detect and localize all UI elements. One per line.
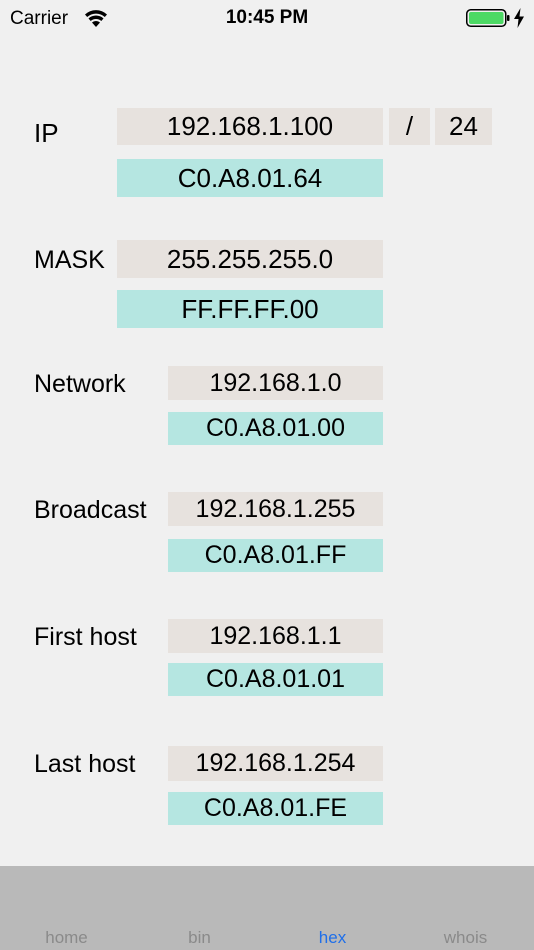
tab-hex[interactable]: hex — [318, 928, 347, 947]
status-bar: Carrier 10:45 PM — [0, 0, 534, 40]
broadcast-hex-value: C0.A8.01.FF — [168, 539, 383, 572]
ip-address-input[interactable]: 192.168.1.100 — [117, 108, 383, 145]
wifi-icon — [85, 10, 107, 27]
last-host-value: 192.168.1.254 — [168, 746, 383, 781]
tab-bin[interactable]: bin — [188, 928, 211, 947]
mask-value[interactable]: 255.255.255.0 — [117, 240, 383, 278]
first-host-value: 192.168.1.1 — [168, 619, 383, 653]
first-host-label: First host — [34, 623, 137, 651]
ip-label: IP — [34, 118, 59, 148]
network-hex-value: C0.A8.01.00 — [168, 412, 383, 445]
network-label: Network — [34, 370, 126, 398]
tab-whois[interactable]: whois — [443, 928, 488, 947]
network-value: 192.168.1.0 — [168, 366, 383, 400]
tab-bar: home bin hex whois — [0, 866, 534, 950]
mask-hex-value: FF.FF.FF.00 — [117, 290, 383, 328]
battery-icon — [466, 9, 510, 27]
last-host-hex-value: C0.A8.01.FE — [168, 792, 383, 825]
broadcast-value: 192.168.1.255 — [168, 492, 383, 526]
status-time: 10:45 PM — [225, 7, 309, 28]
tab-home[interactable]: home — [45, 928, 88, 947]
last-host-label: Last host — [34, 750, 136, 778]
ip-prefix-input[interactable]: 24 — [435, 108, 492, 145]
mask-label: MASK — [34, 246, 105, 274]
ip-hex-value: C0.A8.01.64 — [117, 159, 383, 197]
ip-slash-separator: / — [389, 108, 430, 145]
carrier-label: Carrier — [10, 8, 69, 29]
charging-bolt-icon — [514, 8, 524, 28]
first-host-hex-value: C0.A8.01.01 — [168, 663, 383, 696]
broadcast-label: Broadcast — [34, 496, 147, 524]
